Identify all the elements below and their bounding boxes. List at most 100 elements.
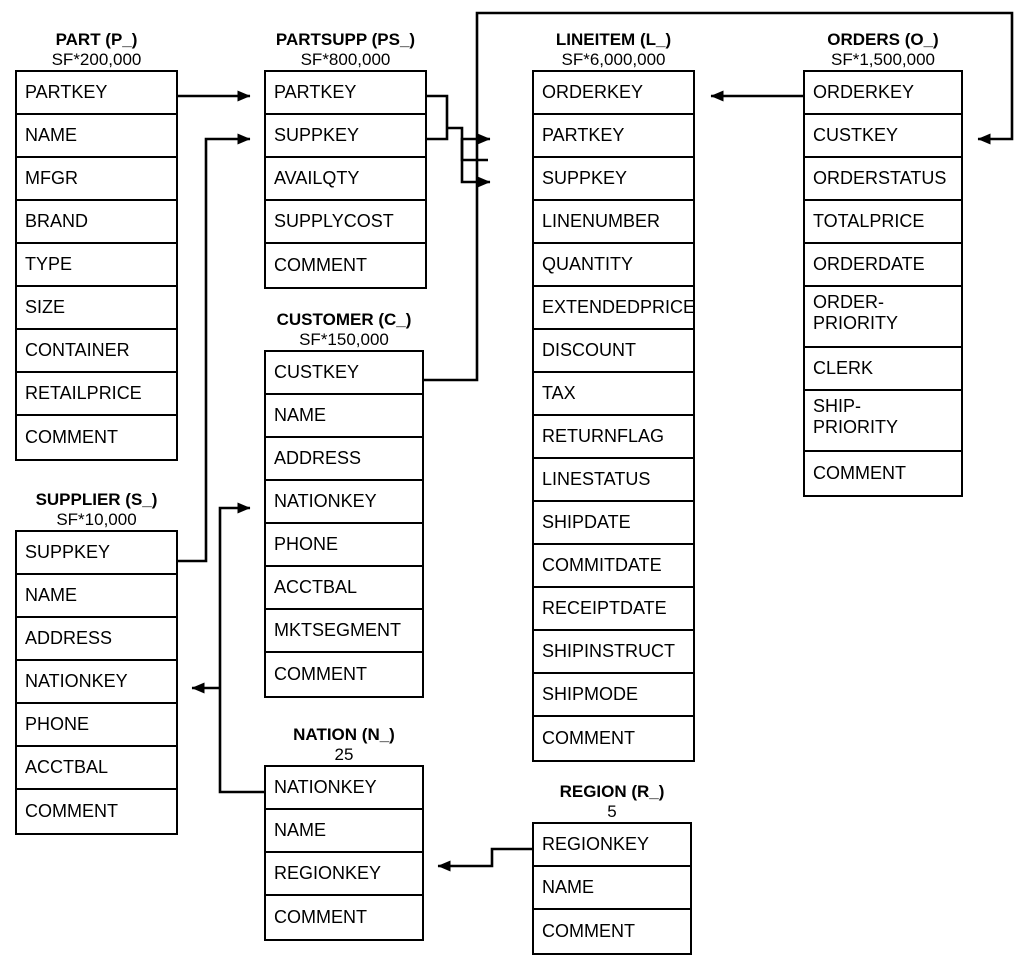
column-label: SHIPMODE <box>542 684 639 704</box>
column-row: AVAILQTY <box>266 158 425 201</box>
column-label: SIZE <box>25 297 66 317</box>
column-label: COMMENT <box>25 427 118 447</box>
table-cardinality-customer: SF*150,000 <box>299 330 389 349</box>
column-row: SHIPDATE <box>534 502 693 545</box>
column-label: ORDERKEY <box>542 82 644 102</box>
column-row: NATIONKEY <box>266 767 422 810</box>
column-row: COMMENT <box>266 244 425 287</box>
column-label: EXTENDEDPRICE <box>542 297 696 317</box>
column-label: COMMENT <box>25 801 118 821</box>
column-label: MFGR <box>25 168 78 188</box>
column-label: ACCTBAL <box>274 577 358 597</box>
column-label: RETURNFLAG <box>542 426 665 446</box>
table-cardinality-part: SF*200,000 <box>51 50 142 69</box>
column-row: SHIPMODE <box>534 674 693 717</box>
column-label: SHIP- <box>813 396 862 416</box>
column-row: MKTSEGMENT <box>266 610 422 653</box>
column-row: COMMENT <box>17 790 176 833</box>
column-label: ORDERDATE <box>813 254 925 274</box>
column-label: RECEIPTDATE <box>542 598 667 618</box>
column-row: CONTAINER <box>17 330 176 373</box>
column-label: COMMENT <box>274 907 367 927</box>
column-row: RETAILPRICE <box>17 373 176 416</box>
column-row: PHONE <box>266 524 422 567</box>
column-label: PRIORITY <box>813 313 899 333</box>
column-row: PARTKEY <box>534 115 693 158</box>
column-row: SHIPINSTRUCT <box>534 631 693 674</box>
column-label: SUPPLYCOST <box>274 211 394 231</box>
column-row: CUSTKEY <box>266 352 422 395</box>
column-label: COMMENT <box>274 255 367 275</box>
column-row: SHIP-PRIORITY <box>805 391 961 452</box>
column-label: NATIONKEY <box>274 491 377 511</box>
column-label: PRIORITY <box>813 417 899 437</box>
table-cardinality-supplier: SF*10,000 <box>56 510 137 529</box>
column-row: TAX <box>534 373 693 416</box>
column-label: CUSTKEY <box>274 362 360 382</box>
column-label: SHIPINSTRUCT <box>542 641 676 661</box>
column-label: MKTSEGMENT <box>274 620 402 640</box>
column-row: TOTALPRICE <box>805 201 961 244</box>
column-row: NAME <box>17 575 176 618</box>
column-row: TYPE <box>17 244 176 287</box>
column-row: SUPPKEY <box>17 532 176 575</box>
column-row: SIZE <box>17 287 176 330</box>
column-row: NAME <box>266 395 422 438</box>
column-label: NAME <box>274 820 327 840</box>
column-label: NAME <box>274 405 327 425</box>
column-row: COMMENT <box>266 896 422 939</box>
column-row: PARTKEY <box>266 72 425 115</box>
column-row: ORDERKEY <box>534 72 693 115</box>
column-label: COMMITDATE <box>542 555 662 575</box>
table-title-supplier: SUPPLIER (S_) <box>35 490 158 509</box>
column-label: NAME <box>25 125 78 145</box>
column-row: COMMITDATE <box>534 545 693 588</box>
column-row: LINESTATUS <box>534 459 693 502</box>
column-label: CUSTKEY <box>813 125 899 145</box>
column-row: REGIONKEY <box>266 853 422 896</box>
column-label: REGIONKEY <box>542 834 650 854</box>
column-label: REGIONKEY <box>274 863 382 883</box>
column-label: LINESTATUS <box>542 469 651 489</box>
column-row: ORDERSTATUS <box>805 158 961 201</box>
wire-partsupp-lineitem-suppkey <box>460 160 491 188</box>
table-cardinality-nation: 25 <box>334 745 354 764</box>
column-row: ADDRESS <box>17 618 176 661</box>
table-cardinality-orders: SF*1,500,000 <box>831 50 935 69</box>
column-label: SUPPKEY <box>25 542 111 562</box>
column-label: COMMENT <box>542 728 635 748</box>
column-row: MFGR <box>17 158 176 201</box>
column-row: SUPPKEY <box>534 158 693 201</box>
column-row: NATIONKEY <box>266 481 422 524</box>
column-label: BRAND <box>25 211 89 231</box>
column-label: NATIONKEY <box>274 777 377 797</box>
column-label: ADDRESS <box>274 448 362 468</box>
table-body-nation: NATIONKEY NAME REGIONKEY COMMENT <box>264 765 424 941</box>
column-label: NATIONKEY <box>25 671 128 691</box>
column-row: LINENUMBER <box>534 201 693 244</box>
column-label: TOTALPRICE <box>813 211 925 231</box>
table-body-customer: CUSTKEY NAME ADDRESS NATIONKEY PHONE ACCTBAL M… <box>264 350 424 698</box>
table-title-orders: ORDERS (O_) <box>827 30 939 49</box>
column-row: ACCTBAL <box>266 567 422 610</box>
column-label: ORDER- <box>813 292 884 312</box>
column-row: QUANTITY <box>534 244 693 287</box>
column-label: RETAILPRICE <box>25 383 142 403</box>
column-label: SUPPKEY <box>274 125 360 145</box>
column-label: ORDERKEY <box>813 82 915 102</box>
column-label: COMMENT <box>274 664 367 684</box>
table-title-region: REGION (R_) <box>559 782 665 801</box>
wire-nation-trunk <box>218 502 264 794</box>
column-label: NAME <box>25 585 78 605</box>
column-row: NAME <box>17 115 176 158</box>
column-label: ORDERSTATUS <box>813 168 947 188</box>
column-label: PHONE <box>274 534 339 554</box>
column-row: REGIONKEY <box>534 824 690 867</box>
column-row: SUPPKEY <box>266 115 425 158</box>
